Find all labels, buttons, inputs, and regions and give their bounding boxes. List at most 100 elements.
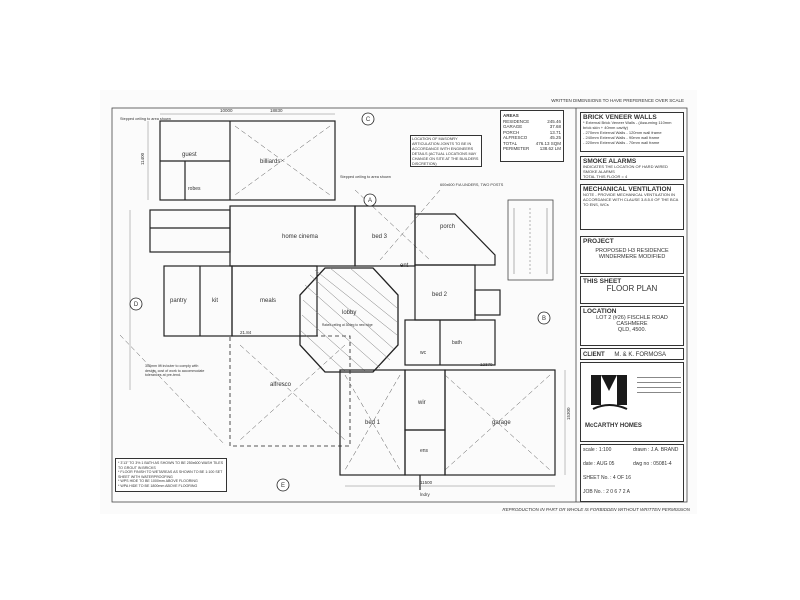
masonry-note-text: LOCATION OF MASONRY ARTICULATION JOINTS … bbox=[412, 137, 479, 166]
sheet-title-value: FLOOR PLAN bbox=[606, 284, 658, 293]
room-lndry: lndry bbox=[420, 492, 431, 497]
room-porch: porch bbox=[440, 224, 455, 230]
job-value: 2 0 6 7 2 A bbox=[606, 489, 630, 495]
location-title: LOCATION bbox=[583, 308, 617, 315]
company-logo bbox=[591, 375, 628, 410]
room-ent: ent bbox=[400, 263, 409, 269]
room-ens: ens bbox=[420, 448, 429, 454]
alfresco-note: 300mm lift in/outer to comply with desig… bbox=[145, 364, 205, 378]
areas-perimeter-row: PERIMETER 138.62 LM bbox=[503, 146, 561, 152]
areas-total-label: TOTAL bbox=[503, 140, 518, 146]
areas-perimeter: 138.62 LM bbox=[539, 146, 561, 151]
scale-block: scale : 1:100 drawn : J.A. BRAND date : … bbox=[580, 444, 684, 502]
room-garage: garage bbox=[492, 420, 511, 426]
floor-note-line: * 3'13" TO 3% 1 BATH AS SHOWN TO BE 250x… bbox=[118, 461, 224, 470]
smoke-alarms-panel: SMOKE ALARMS INDICATES THE LOCATION OF H… bbox=[580, 156, 684, 180]
room-lobby: lobby bbox=[342, 310, 356, 316]
brick-walls-title: BRICK VENEER WALLS bbox=[583, 114, 657, 121]
dim-top1: 10000 bbox=[220, 108, 233, 113]
room-wc: wc bbox=[420, 350, 427, 356]
client-name: M. & K. FORMOSA bbox=[614, 352, 667, 358]
sheet-title-panel: THIS SHEET FLOOR PLAN bbox=[580, 276, 684, 304]
client-panel: CLIENT M. & K. FORMOSA bbox=[580, 348, 684, 360]
room-wir: wir bbox=[417, 400, 426, 406]
smoke-alarms-title: SMOKE ALARMS bbox=[583, 158, 637, 165]
smoke-alarms-lines: INDICATES THE LOCATION OF HARD WIRED SMO… bbox=[583, 164, 681, 179]
marker-a: A bbox=[368, 198, 372, 204]
room-alfresco: alfresco bbox=[270, 382, 292, 388]
project-line2: WINDERMERE MODIFIED bbox=[598, 254, 666, 260]
drawn-label: drawn : bbox=[633, 447, 650, 453]
mech-vent-panel: MECHANICAL VENTILATION NOTE - PROVIDE ME… bbox=[580, 184, 684, 230]
brick-walls-lines: * External Brick Veneer Walls - (Assumin… bbox=[583, 120, 681, 145]
mech-vent-line: NOTE - PROVIDE MECHANICAL VENTILATION IN… bbox=[583, 192, 679, 207]
areas-row-value: 37.68 bbox=[549, 124, 561, 129]
location-line3: QLD, 4500. bbox=[617, 327, 647, 333]
mech-vent-title: MECHANICAL VENTILATION bbox=[583, 186, 672, 193]
masonry-note: LOCATION OF MASONRY ARTICULATION JOINTS … bbox=[410, 135, 482, 167]
location-line2: CASHMERE bbox=[616, 321, 648, 327]
areas-perimeter-label: PERIMETER bbox=[503, 146, 530, 151]
company-name: McCARTHY HOMES bbox=[585, 423, 642, 429]
areas-row-value: 13.71 bbox=[549, 129, 561, 135]
areas-row-value: 45.25 bbox=[549, 135, 561, 140]
sheet-label: SHEET No. : bbox=[583, 475, 612, 481]
areas-row-label: ALFRESCO bbox=[503, 135, 528, 140]
date-value: AUG 05 bbox=[596, 461, 615, 467]
floor-notes: * 3'13" TO 3% 1 BATH AS SHOWN TO BE 250x… bbox=[115, 458, 227, 492]
areas-row-value: 245.46 bbox=[547, 118, 561, 124]
dwg-value: 05081-4 bbox=[653, 461, 672, 467]
project-line1: PROPOSED H3 RESIDENCE bbox=[595, 248, 669, 254]
floor-note-line: * WPA HIDE TO BE 1800mm ABOVE FLOORING bbox=[118, 483, 198, 488]
note-lobby: Raked ceiling at 30deg to new ridge bbox=[322, 323, 373, 327]
floor-plan-drawing: WRITTEN DIMENSIONS TO HAVE PREFERENCE OV… bbox=[111, 98, 691, 512]
top-note: WRITTEN DIMENSIONS TO HAVE PREFERENCE OV… bbox=[551, 98, 684, 103]
dim-bot1: 11500 bbox=[420, 480, 433, 485]
room-guest: guest bbox=[182, 152, 197, 158]
floor-notes-list: * 3'13" TO 3% 1 BATH AS SHOWN TO BE 250x… bbox=[118, 461, 224, 489]
room-bed1: bed 1 bbox=[365, 420, 381, 426]
marker-c: C bbox=[366, 117, 371, 123]
company-panel: McCARTHY HOMES bbox=[580, 362, 684, 442]
note-posts: 600x600 F/A UNDERS, TWO POSTS bbox=[440, 183, 504, 187]
smoke-alarms-line: TOTAL THIS FLOOR = 4 bbox=[583, 174, 628, 179]
alfresco-note-text: 300mm lift in/outer to comply with desig… bbox=[145, 364, 205, 377]
client-label: CLIENT bbox=[583, 352, 605, 358]
brick-walls-panel: BRICK VENEER WALLS * External Brick Vene… bbox=[580, 112, 684, 152]
brick-walls-line: * External Brick Veneer Walls - (Assumin… bbox=[583, 120, 672, 130]
date-label: date : bbox=[583, 461, 596, 467]
room-robes: robes bbox=[188, 186, 201, 192]
job-label: JOB No. : bbox=[583, 489, 605, 495]
footer-note: REPRODUCTION IN PART OR WHOLE IS FORBIDD… bbox=[502, 507, 690, 512]
dim-right1: 15300 bbox=[566, 407, 571, 420]
project-title: PROJECT bbox=[583, 238, 614, 245]
sheet-title-label: THIS SHEET bbox=[583, 278, 622, 285]
brick-walls-line: - 240mm External Walls - 90mm wall frame bbox=[583, 135, 660, 140]
dwg-label: dwg no : bbox=[633, 461, 652, 467]
drawn-value: J.A. BRAND bbox=[650, 447, 679, 453]
marker-e: E bbox=[281, 483, 285, 489]
areas-total-row: TOTAL 476.13 SQM bbox=[503, 141, 561, 147]
room-billiards: billiards bbox=[260, 159, 280, 165]
areas-row: ALFRESCO 45.25 bbox=[503, 135, 561, 141]
brick-walls-line: - 270mm External Walls - 120mm wall fram… bbox=[583, 130, 662, 135]
location-line1: LOT 2 (#26) FISCHLE ROAD bbox=[596, 315, 668, 321]
marker-d: D bbox=[134, 302, 139, 308]
note-garage-ceiling: Stepped ceiling to area shown bbox=[120, 117, 171, 121]
smoke-alarms-line: INDICATES THE LOCATION OF HARD WIRED SMO… bbox=[583, 164, 668, 174]
dim-meals: 21.84 bbox=[240, 330, 252, 335]
note-ceiling: Stepped ceiling to area shown bbox=[340, 175, 391, 179]
areas-total: 476.13 SQM bbox=[535, 140, 561, 146]
company-address-block bbox=[637, 373, 681, 413]
brick-walls-line: - 220mm External Walls - 70mm wall frame bbox=[583, 140, 660, 145]
dim-gar: 12370 bbox=[480, 362, 493, 367]
room-meals: meals bbox=[260, 298, 276, 304]
sheet-value: 4 OF 16 bbox=[612, 475, 631, 481]
room-home-cinema: home cinema bbox=[282, 234, 319, 240]
room-bath: bath bbox=[452, 340, 462, 346]
areas-row-label: RESIDENCE bbox=[503, 118, 530, 124]
